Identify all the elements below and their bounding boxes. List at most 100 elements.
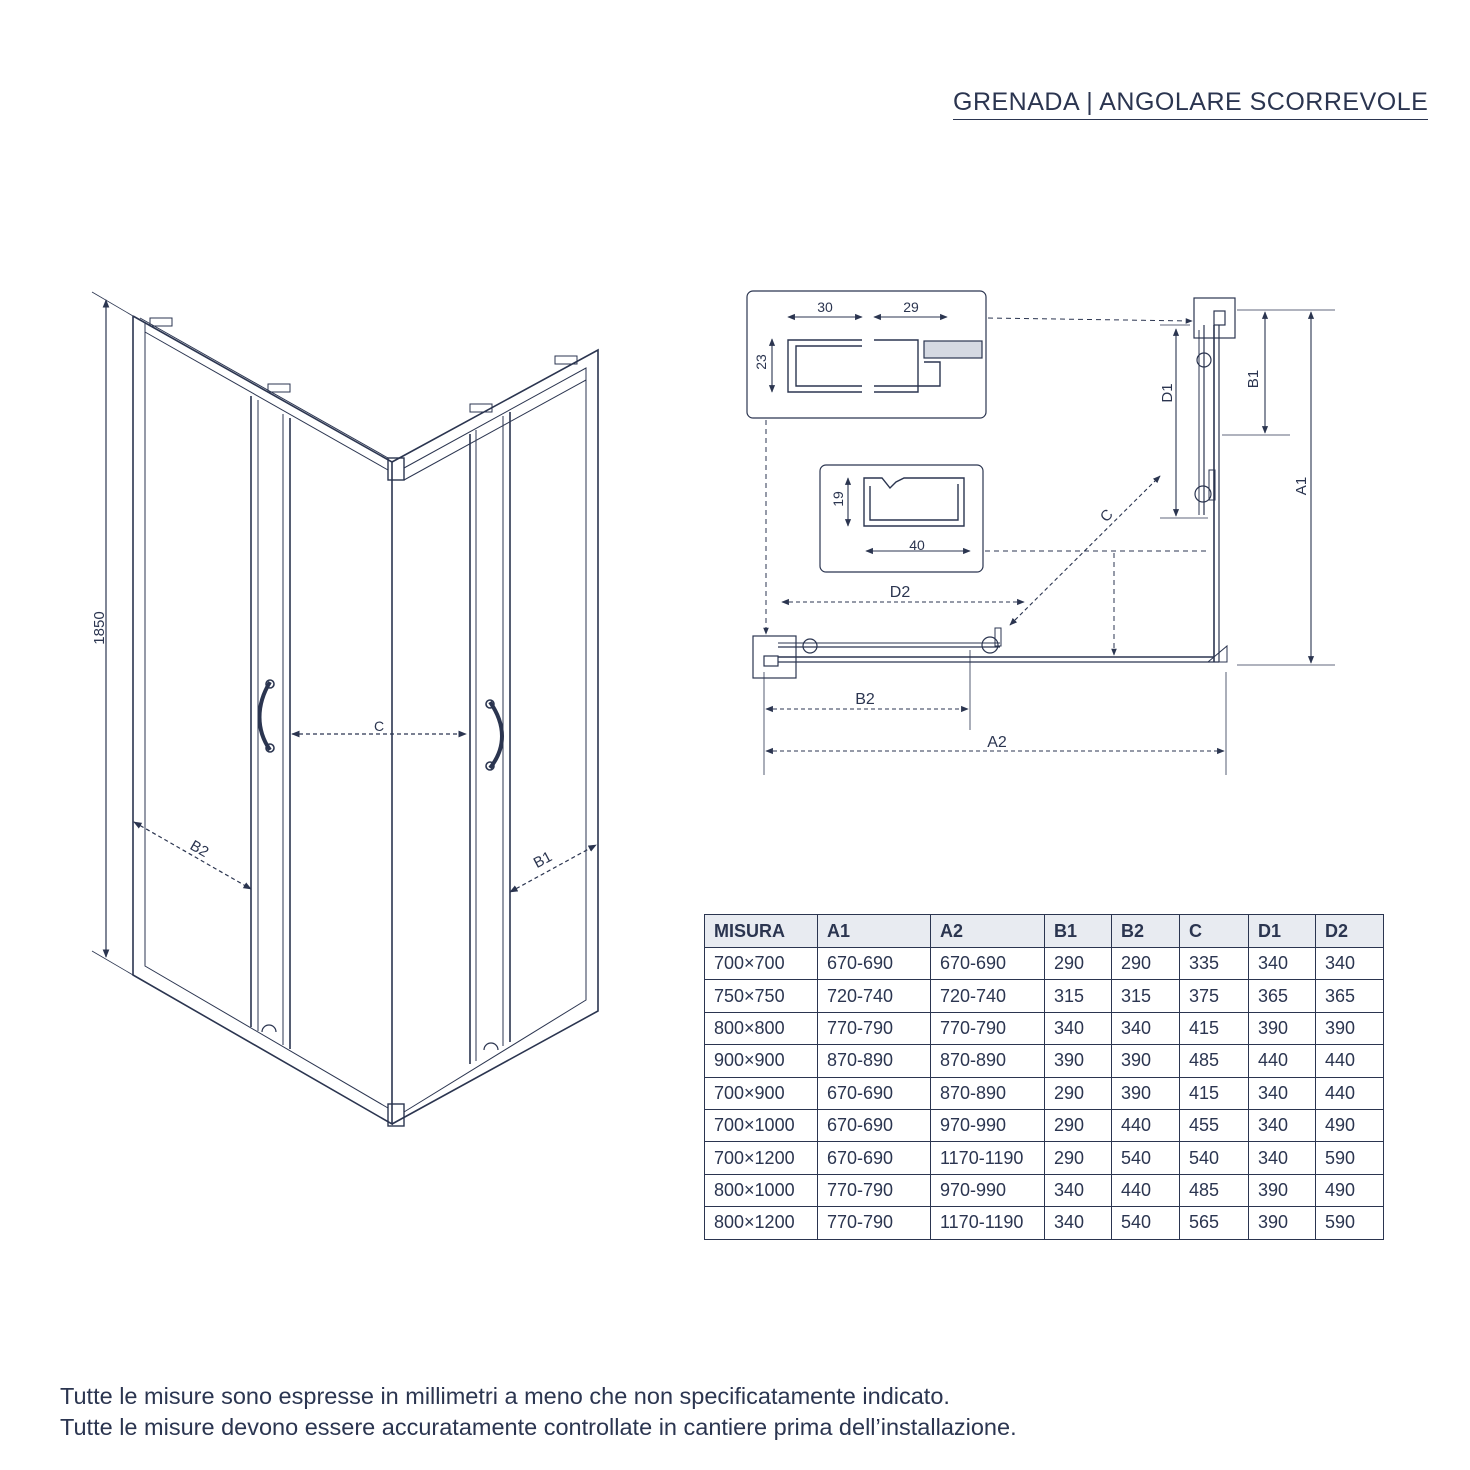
- table-cell: 750×750: [704, 979, 818, 1013]
- table-cell: 900×900: [704, 1044, 818, 1078]
- table-cell: 670-690: [817, 1108, 931, 1143]
- table-cell: 770-790: [817, 1011, 931, 1046]
- table-cell: 540: [1111, 1141, 1180, 1175]
- table-cell: 485: [1179, 1044, 1249, 1078]
- table-cell: 1170-1190: [930, 1141, 1045, 1175]
- right-wall-frame: [391, 348, 599, 1125]
- table-cell: 365: [1248, 979, 1316, 1013]
- table-cell: 870-890: [817, 1044, 931, 1078]
- table-cell: 390: [1111, 1044, 1180, 1078]
- table-cell: 340: [1248, 946, 1316, 981]
- table-cell: 315: [1044, 979, 1112, 1013]
- table-cell: 340: [1248, 1108, 1316, 1143]
- b1-label: B1: [531, 848, 555, 872]
- table-cell: 290: [1111, 946, 1180, 981]
- profile-top-dim-width-1: 30: [817, 299, 833, 315]
- col-header: D1: [1248, 914, 1316, 948]
- table-cell: 440: [1248, 1044, 1316, 1078]
- table-cell: 340: [1248, 1076, 1316, 1110]
- perspective-dimensions: [91, 291, 597, 976]
- profile-detail-bottom: [819, 464, 984, 573]
- table-cell: 440: [1315, 1044, 1384, 1078]
- table-cell: 590: [1315, 1141, 1384, 1175]
- table-cell: 700×900: [704, 1076, 818, 1110]
- table-cell: 800×1200: [704, 1206, 818, 1240]
- table-cell: 340: [1044, 1173, 1112, 1208]
- right-handle: [488, 700, 504, 770]
- table-cell: 415: [1179, 1011, 1249, 1046]
- table-cell: 390: [1111, 1076, 1180, 1110]
- b1-dimension-line: [509, 844, 597, 893]
- table-cell: 340: [1044, 1206, 1112, 1240]
- c-plan-label: C: [1097, 506, 1117, 526]
- col-header: B1: [1044, 914, 1112, 948]
- footer-notes: Tutte le misure sono espresse in millime…: [60, 1381, 1017, 1443]
- col-header: MISURA: [704, 914, 818, 948]
- table-cell: 485: [1179, 1173, 1249, 1208]
- table-cell: 490: [1315, 1173, 1384, 1208]
- left-wall-frame: [132, 315, 393, 1126]
- table-cell: 390: [1248, 1173, 1316, 1208]
- table-cell: 340: [1111, 1011, 1180, 1046]
- profile-bottom-dim-height: 19: [830, 491, 846, 507]
- table-cell: 415: [1179, 1076, 1249, 1110]
- table-cell: 440: [1111, 1108, 1180, 1143]
- table-cell: 800×1000: [704, 1173, 818, 1208]
- table-cell: 970-990: [930, 1108, 1045, 1143]
- table-cell: 375: [1179, 979, 1249, 1013]
- table-cell: 340: [1248, 1141, 1316, 1175]
- table-cell: 390: [1315, 1011, 1384, 1046]
- table-cell: 970-990: [930, 1173, 1045, 1208]
- col-header: D2: [1315, 914, 1384, 948]
- table-cell: 870-890: [930, 1076, 1045, 1110]
- col-header: C: [1179, 914, 1249, 948]
- note-line: Tutte le misure devono essere accuratame…: [60, 1414, 1017, 1440]
- table-cell: 440: [1111, 1173, 1180, 1208]
- col-header: A1: [817, 914, 931, 948]
- table-cell: 340: [1044, 1011, 1112, 1046]
- b2-plan-label: B2: [855, 691, 875, 708]
- plan-view: [746, 290, 1335, 775]
- table-cell: 290: [1044, 946, 1112, 981]
- table-cell: 390: [1248, 1206, 1316, 1240]
- d2-label: D2: [890, 584, 911, 601]
- b1-plan-label: B1: [1245, 370, 1262, 388]
- table-cell: 490: [1315, 1108, 1384, 1143]
- a1-label: A1: [1293, 477, 1310, 495]
- page-title: GRENADA | ANGOLARE SCORREVOLE: [953, 88, 1429, 120]
- table-cell: 670-690: [817, 946, 931, 981]
- note-line: Tutte le misure sono espresse in millime…: [60, 1383, 950, 1409]
- profile-top-dim-width-2: 29: [903, 299, 919, 315]
- table-cell: 700×700: [704, 946, 818, 981]
- b2-label: B2: [187, 837, 211, 861]
- table-cell: 800×800: [704, 1011, 818, 1046]
- table-cell: 720-740: [930, 979, 1045, 1013]
- table-cell: 390: [1248, 1011, 1316, 1046]
- table-cell: 340: [1315, 946, 1384, 981]
- table-cell: 590: [1315, 1206, 1384, 1240]
- table-cell: 670-690: [817, 1141, 931, 1175]
- table-cell: 365: [1315, 979, 1384, 1013]
- table-cell: 770-790: [930, 1011, 1045, 1046]
- d1-label: D1: [1159, 383, 1176, 402]
- table-cell: 390: [1044, 1044, 1112, 1078]
- c-label: C: [374, 718, 384, 734]
- table-cell: 290: [1044, 1141, 1112, 1175]
- table-cell: 770-790: [817, 1173, 931, 1208]
- left-handle: [257, 680, 272, 752]
- profile-bottom-dim-width: 40: [909, 537, 925, 553]
- table-cell: 335: [1179, 946, 1249, 981]
- table-cell: 870-890: [930, 1044, 1045, 1078]
- col-header: B2: [1111, 914, 1180, 948]
- table-cell: 670-690: [930, 946, 1045, 981]
- b2-dimension-line: [133, 821, 252, 890]
- c-plan-dimension-line: [1009, 475, 1161, 626]
